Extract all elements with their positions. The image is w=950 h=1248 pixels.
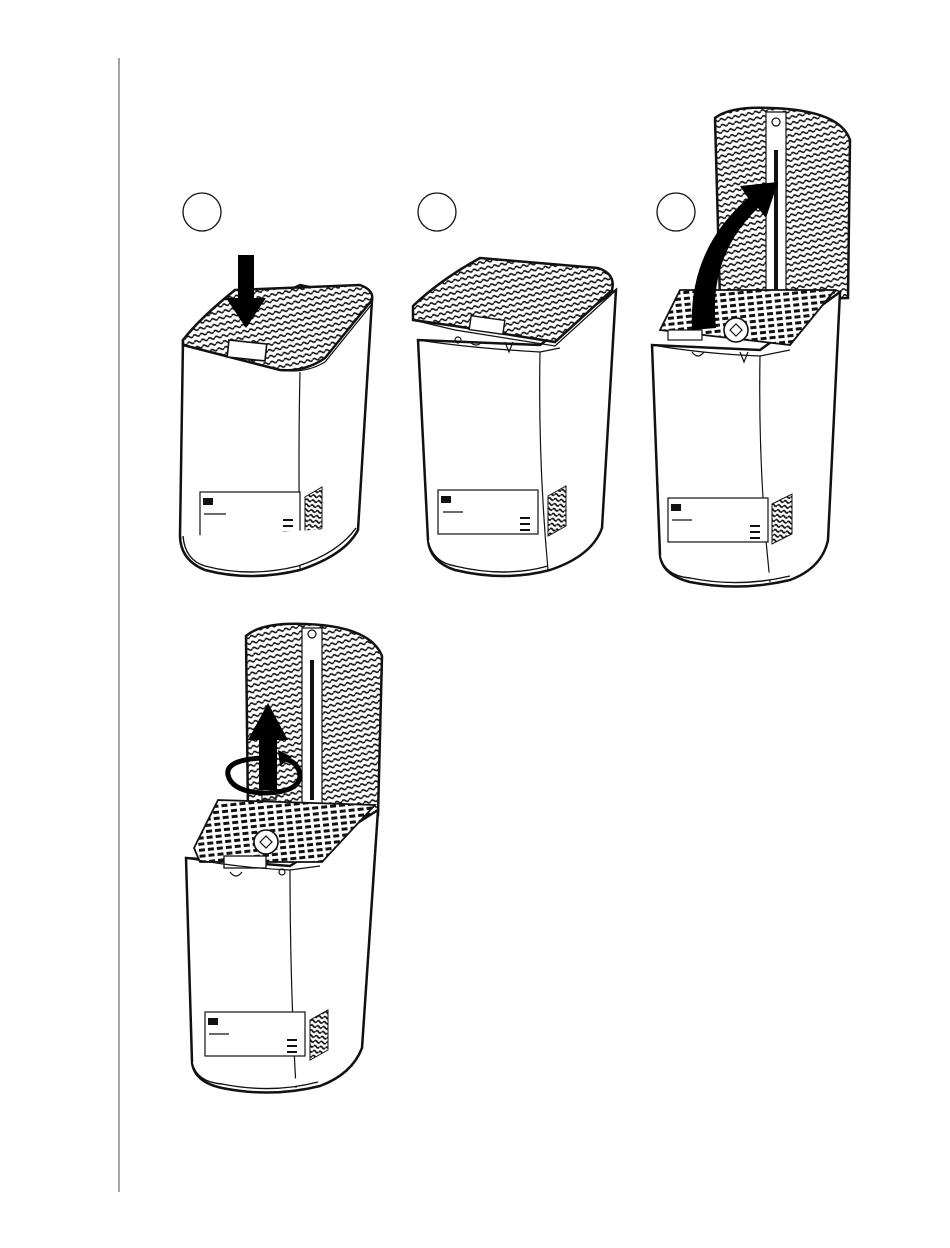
device-lid-raised	[413, 258, 616, 576]
device-drive-removal	[186, 624, 382, 1093]
step-1-circle	[183, 193, 221, 231]
step-3-circle	[657, 193, 695, 231]
device-lid-open	[652, 108, 850, 587]
step-2-circle	[418, 193, 456, 231]
device-closed	[180, 285, 372, 576]
